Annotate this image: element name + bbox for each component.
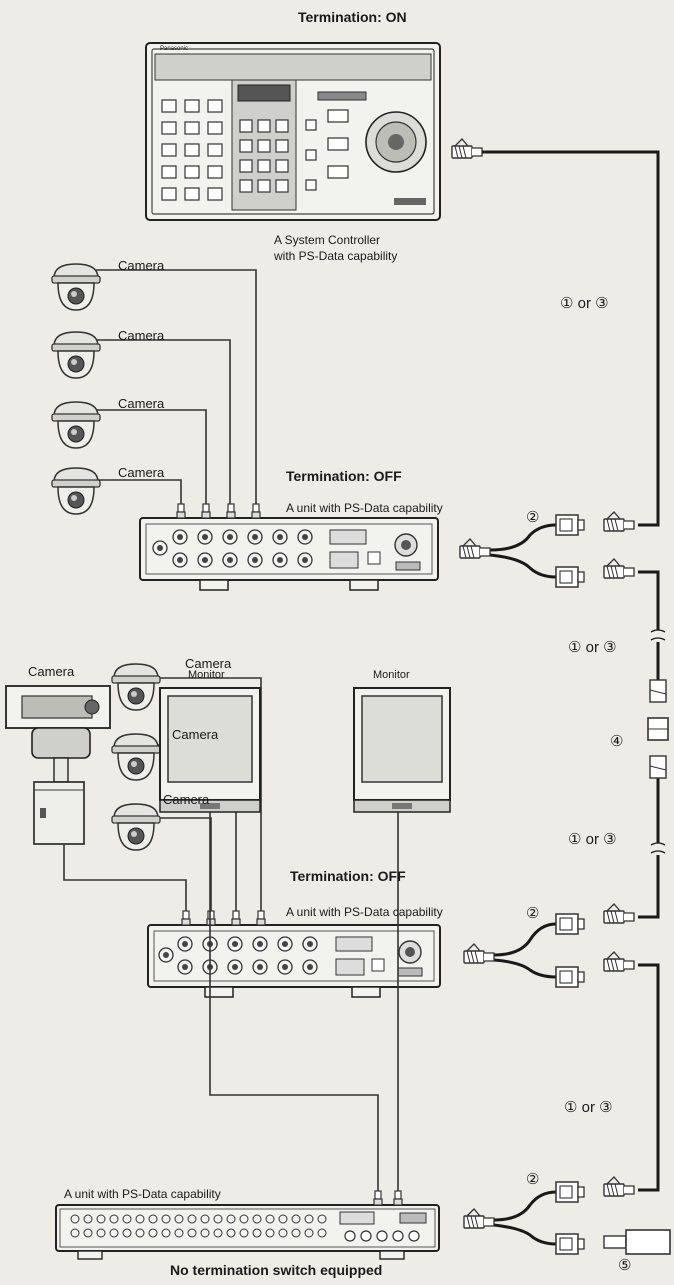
unit-1-recorder <box>139 503 439 591</box>
box-camera-icon <box>5 685 111 845</box>
coupler-number-label: ④ <box>610 733 624 750</box>
dome-camera-icon <box>51 467 101 515</box>
unit-1-description: A unit with PS-Data capability <box>286 501 443 515</box>
terminator-number-label: ⑤ <box>618 1257 632 1274</box>
monitor-cables <box>209 812 399 1191</box>
camera-label: Camera <box>118 328 165 343</box>
controller-description-line1: A System Controller <box>274 233 381 247</box>
controller-description-line2: with PS-Data capability <box>274 249 398 263</box>
ps-data-cables <box>480 150 660 1246</box>
camera-label: Camera <box>118 258 165 273</box>
unit-2-termination-label: Termination: OFF <box>290 868 406 884</box>
unit-1-termination-label: Termination: OFF <box>286 468 402 484</box>
dome-camera-icon <box>111 663 161 711</box>
unit-3-description: A unit with PS-Data capability <box>64 1187 221 1201</box>
terminator-plug-icon <box>603 1229 671 1255</box>
monitor-left-icon <box>159 687 261 813</box>
unit-1-camera-cables <box>96 269 257 504</box>
branch-jack-icons <box>555 514 585 1255</box>
camera-label: Camera <box>185 656 232 671</box>
unit-3-matrix <box>55 1190 440 1260</box>
monitor-label: Monitor <box>188 669 225 681</box>
dome-camera-icon <box>111 733 161 781</box>
box-camera-label: Camera <box>28 664 75 679</box>
adapter-number-label: ② <box>526 1171 540 1188</box>
no-termination-footer: No termination switch equipped <box>170 1262 383 1278</box>
adapter-number-label: ② <box>526 905 540 922</box>
monitor-right-icon <box>353 687 451 813</box>
cable-break-marks <box>650 629 666 854</box>
dome-camera-icon <box>51 401 101 449</box>
cable-option-label: ① or ③ <box>568 831 617 848</box>
controller-termination-label: Termination: ON <box>298 9 407 25</box>
unit-2-description: A unit with PS-Data capability <box>286 905 443 919</box>
controller-brand: Panasonic <box>160 46 188 52</box>
unit-2-recorder <box>147 910 441 998</box>
camera-label: Camera <box>163 792 210 807</box>
monitor-label: Monitor <box>373 669 410 681</box>
camera-label: Camera <box>172 727 219 742</box>
camera-label: Camera <box>118 396 165 411</box>
adapter-number-label: ② <box>526 509 540 526</box>
system-controller: Panasonic <box>145 42 441 221</box>
dome-camera-icon <box>51 263 101 311</box>
cable-option-label: ① or ③ <box>560 295 609 312</box>
cable-option-label: ① or ③ <box>564 1099 613 1116</box>
camera-label: Camera <box>118 465 165 480</box>
coupler-icon <box>647 679 669 779</box>
unit-2-cameras <box>111 663 161 851</box>
cable-option-label: ① or ③ <box>568 639 617 656</box>
dome-camera-icon <box>111 803 161 851</box>
dome-camera-icon <box>51 331 101 379</box>
unit-1-cameras <box>51 263 101 515</box>
